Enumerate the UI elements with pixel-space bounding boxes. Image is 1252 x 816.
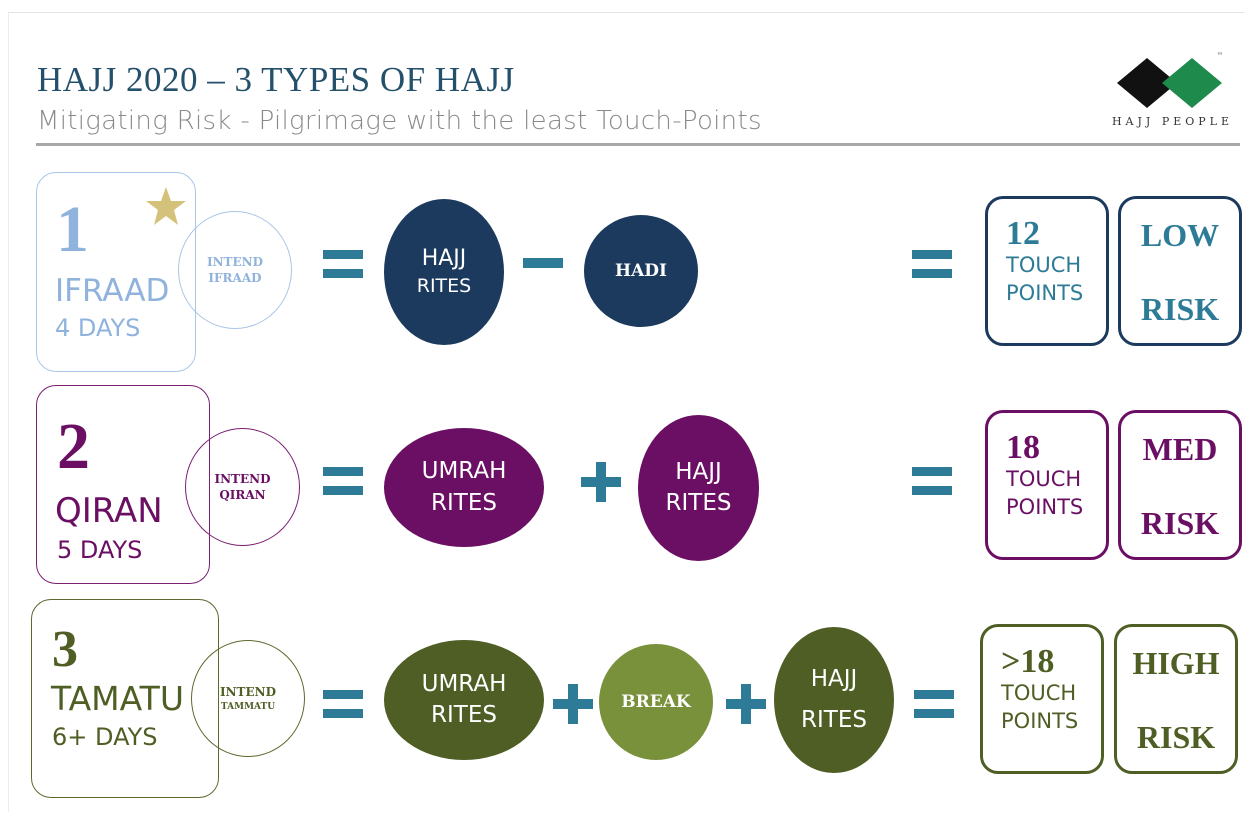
risk-box-tamatu: HIGH RISK — [1114, 624, 1238, 774]
touch-points-label: POINTS — [1006, 495, 1084, 520]
intend-type: TAMMATU — [220, 701, 276, 712]
ellipse-subtitle: RITES — [665, 490, 732, 516]
touch-points-count: 12 — [1006, 215, 1040, 252]
type-days: 5 DAYS — [57, 536, 143, 564]
header-divider — [36, 143, 1240, 146]
ellipse-title: HADI — [615, 261, 667, 281]
logo-trademark: ™ — [1217, 52, 1223, 59]
hadi-ellipse: HADI — [584, 215, 698, 327]
intend-circle-qiran: INTEND QIRAN — [185, 428, 300, 546]
risk-level: HIGH — [1132, 645, 1220, 681]
plus-icon — [726, 684, 766, 724]
ellipse-title: BREAK — [621, 692, 691, 712]
ellipse-subtitle: RITES — [431, 489, 497, 516]
type-number: 2 — [57, 410, 90, 483]
ellipse-title: UMRAH — [421, 458, 507, 485]
intend-type: IFRAAD — [208, 271, 262, 285]
type-number: 3 — [52, 621, 78, 678]
equals-icon — [323, 690, 363, 718]
plus-icon — [581, 462, 621, 502]
touch-points-count: 18 — [1006, 429, 1040, 466]
ellipse-title: HAJJ — [421, 246, 467, 272]
touch-points-label: TOUCH — [1001, 681, 1077, 705]
intend-label: INTEND — [214, 471, 271, 486]
ellipse-subtitle: RITES — [431, 702, 497, 728]
touch-points-label: POINTS — [1001, 709, 1079, 734]
intend-label: INTEND — [219, 685, 277, 700]
intend-circle-ifraad: INTEND IFRAAD — [178, 211, 292, 329]
plus-icon — [553, 684, 593, 724]
equals-icon — [323, 250, 363, 278]
touch-points-box-qiran: 18 TOUCH POINTS — [985, 410, 1109, 560]
type-days: 6+ DAYS — [52, 723, 158, 751]
touch-points-count: >18 — [1001, 643, 1055, 680]
umrah-rites-ellipse: UMRAH RITES — [384, 428, 544, 547]
touch-points-box-tamatu: >18 TOUCH POINTS — [980, 624, 1104, 774]
type-number: 1 — [56, 193, 89, 266]
star-icon — [146, 187, 186, 225]
type-days: 4 DAYS — [55, 314, 141, 342]
hajj-rites-ellipse: HAJJ RITES — [384, 199, 504, 345]
minus-icon — [523, 258, 563, 268]
page-subtitle: Mitigating Risk - Pilgrimage with the le… — [37, 106, 762, 136]
risk-box-ifraad: LOW RISK — [1118, 196, 1242, 346]
touch-points-label: TOUCH — [1006, 253, 1082, 277]
slide-frame — [8, 12, 1244, 812]
hajj-people-logo-icon: ™ — [1117, 52, 1223, 108]
type-name: TAMATU — [51, 679, 184, 718]
touch-points-label: POINTS — [1006, 281, 1084, 306]
ellipse-title: HAJJ — [810, 665, 858, 692]
touch-points-box-ifraad: 12 TOUCH POINTS — [985, 196, 1109, 346]
ellipse-title: UMRAH — [421, 670, 507, 697]
equals-icon — [323, 467, 363, 495]
intend-label: INTEND — [206, 254, 264, 269]
type-name: IFRAAD — [55, 273, 170, 309]
risk-label: RISK — [1136, 719, 1216, 755]
risk-level: LOW — [1140, 217, 1220, 253]
risk-label: RISK — [1140, 505, 1220, 541]
break-ellipse: BREAK — [599, 644, 713, 760]
ellipse-subtitle: RITES — [801, 707, 867, 733]
logo-text: HAJJ PEOPLE — [1111, 115, 1234, 128]
touch-points-label: TOUCH — [1006, 467, 1082, 491]
type-name: QIRAN — [55, 491, 163, 531]
risk-level: MED — [1142, 431, 1218, 467]
umrah-rites-ellipse: UMRAH RITES — [384, 640, 544, 760]
ellipse-title: HAJJ — [675, 458, 722, 485]
equals-icon — [912, 467, 952, 495]
equals-icon — [914, 690, 954, 718]
hajj-rites-ellipse: HAJJ RITES — [774, 627, 894, 773]
ellipse-subtitle: RITES — [416, 274, 472, 297]
page-title: HAJJ 2020 – 3 TYPES OF HAJJ — [37, 60, 515, 99]
risk-box-qiran: MED RISK — [1118, 410, 1242, 560]
equals-icon — [912, 250, 952, 278]
risk-label: RISK — [1140, 291, 1220, 327]
intend-circle-tamatu: INTEND TAMMATU — [191, 640, 305, 757]
hajj-rites-ellipse: HAJJ RITES — [638, 415, 759, 561]
intend-type: QIRAN — [219, 488, 266, 502]
